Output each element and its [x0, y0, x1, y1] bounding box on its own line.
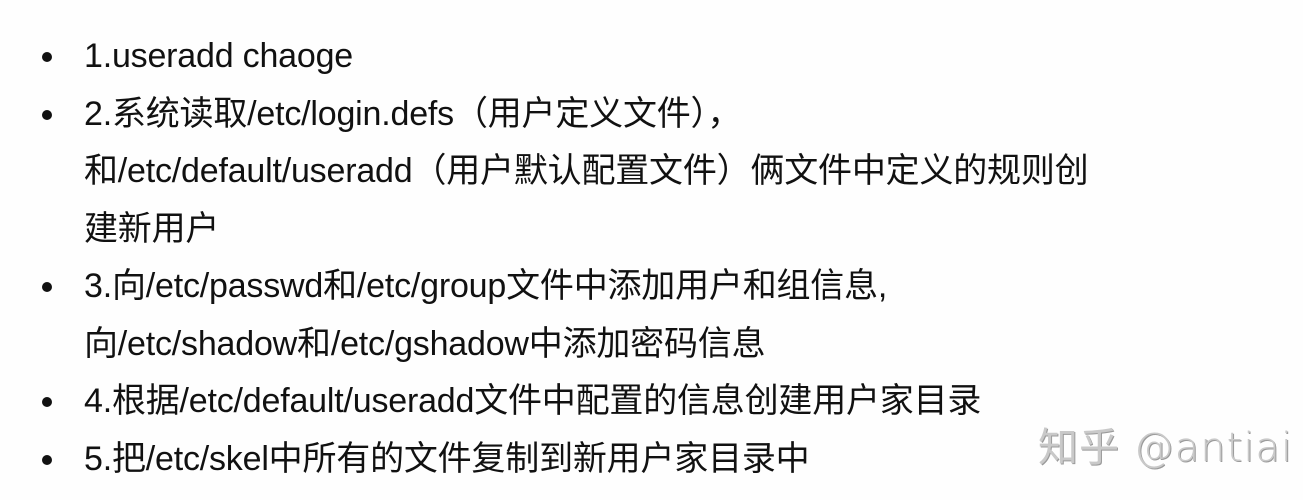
list-item-1: 1.useradd chaoge	[0, 28, 1088, 86]
list-item-text: 1.useradd chaoge	[84, 37, 354, 75]
list-item-text-continued: 和/etc/default/useradd（用户默认配置文件）俩文件中定义的规则…	[84, 152, 1089, 190]
list-item-text: 4.根据/etc/default/useradd文件中配置的信息创建用户家目录	[84, 382, 982, 420]
bullet-list: 1.useradd chaoge 2.系统读取/etc/login.defs（用…	[0, 28, 1089, 489]
bullet-icon	[42, 109, 52, 120]
list-item-4: 4.根据/etc/default/useradd文件中配置的信息创建用户家目录	[0, 373, 1088, 431]
bullet-icon	[42, 454, 52, 465]
list-item-text: 2.系统读取/etc/login.defs（用户定义文件），	[84, 94, 742, 133]
list-item-text: 5.把/etc/skel中所有的文件复制到新用户家目录中	[84, 439, 810, 478]
list-item-5: 5.把/etc/skel中所有的文件复制到新用户家目录中	[0, 431, 1088, 489]
list-item-3: 3.向/etc/passwd和/etc/group文件中添加用户和组信息, 向/…	[0, 258, 1088, 373]
bullet-icon	[42, 282, 52, 292]
list-item-text-continued: 向/etc/shadow和/etc/gshadow中添加密码信息	[84, 324, 766, 363]
list-item-text-continued: 建新用户	[84, 209, 220, 248]
bullet-icon	[42, 52, 52, 62]
list-item-text: 3.向/etc/passwd和/etc/group文件中添加用户和组信息,	[84, 267, 888, 305]
bullet-icon	[42, 397, 52, 407]
zhihu-watermark: 知乎 @antiai	[1038, 425, 1293, 471]
list-item-2: 2.系统读取/etc/login.defs（用户定义文件）， 和/etc/def…	[0, 86, 1089, 259]
